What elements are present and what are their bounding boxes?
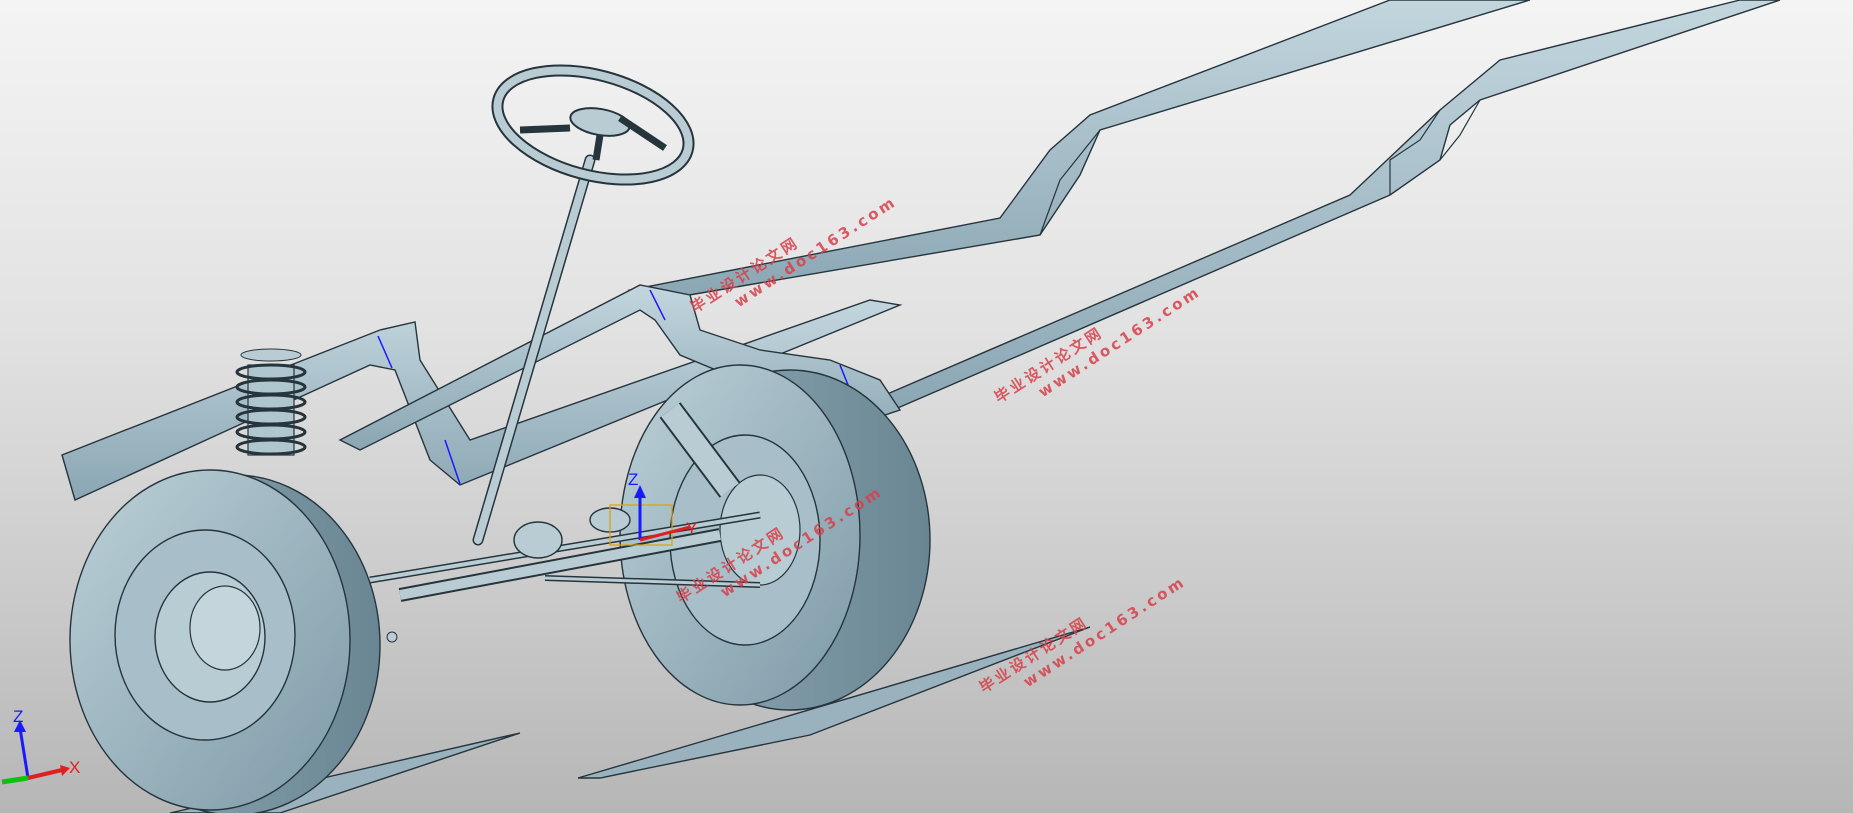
triad-z-axis	[18, 727, 30, 779]
steering-wheel	[491, 64, 695, 186]
view-triad: Z X	[1, 707, 80, 785]
coil-spring	[235, 348, 307, 456]
triad-x-label: X	[69, 758, 80, 777]
ground-plate-right	[577, 626, 1091, 779]
wheel-right	[619, 364, 931, 711]
frame-rail-left	[627, 0, 1531, 301]
front-frame	[61, 284, 903, 501]
triad-z-label: Z	[13, 707, 23, 726]
triad-x-axis	[27, 768, 63, 780]
wheel-left	[69, 469, 381, 813]
steering-column	[472, 154, 596, 546]
frame-rail-right	[848, 0, 1781, 421]
csys-z-label: Z	[628, 470, 638, 489]
part-csys: Z Y	[609, 470, 697, 546]
suspension-strut	[659, 402, 741, 498]
triad-y-axis	[1, 775, 29, 785]
csys-y-label: Y	[686, 519, 697, 538]
